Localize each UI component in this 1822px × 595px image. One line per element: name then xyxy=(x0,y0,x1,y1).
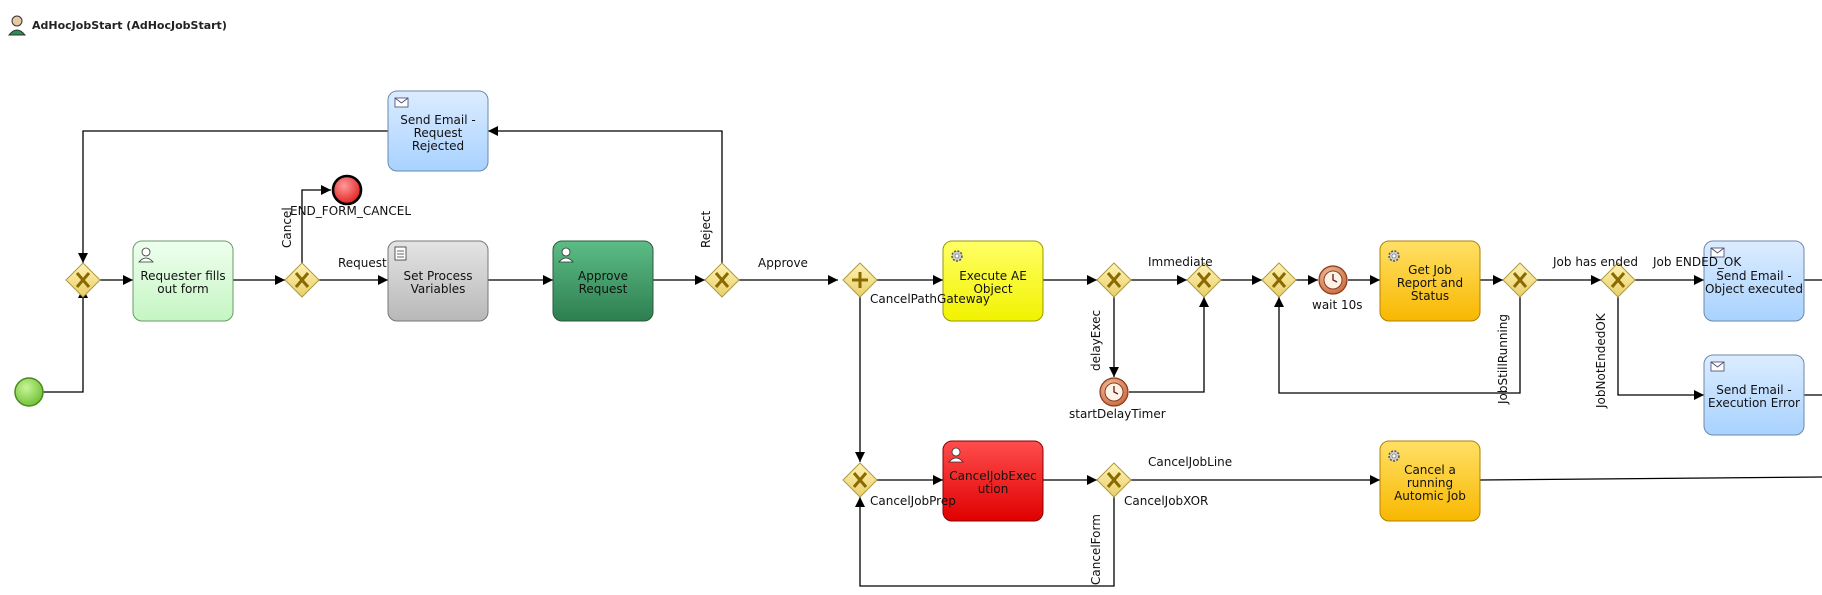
task-send-email-execution-error[interactable]: Send Email -Execution Error xyxy=(1703,354,1805,436)
gateway-poll-loop[interactable] xyxy=(1261,262,1297,298)
process-header: AdHocJobStart (AdHocJobStart) xyxy=(6,14,227,36)
envelope-icon xyxy=(1710,361,1725,372)
flow-cancel[interactable] xyxy=(301,185,331,263)
gateway-cancel-path-parallel[interactable] xyxy=(842,262,878,298)
gear-icon xyxy=(1388,250,1400,262)
flow-job-still-running[interactable] xyxy=(1274,297,1521,394)
label-end-form-cancel: END_FORM_CANCEL xyxy=(290,204,411,218)
gateway-entry-merge[interactable] xyxy=(65,262,101,298)
wait-10s-timer-event[interactable] xyxy=(1318,265,1348,295)
label-cancel: Cancel xyxy=(280,207,294,248)
exclusive-x-icon xyxy=(1610,272,1626,288)
clock-icon xyxy=(1332,274,1338,283)
start-delay-timer-event[interactable] xyxy=(1099,377,1129,407)
label-wait-10s: wait 10s xyxy=(1312,298,1363,312)
label-cancel-path-gateway: CancelPathGateway xyxy=(870,292,990,306)
label-cancel-form: CancelForm xyxy=(1089,514,1103,585)
gateway-job-status[interactable] xyxy=(1502,262,1538,298)
envelope-icon xyxy=(1710,247,1725,258)
exclusive-x-icon xyxy=(294,272,310,288)
exclusive-x-icon xyxy=(1512,272,1528,288)
user-icon xyxy=(7,15,27,36)
label-start-delay-timer: startDelayTimer xyxy=(1069,407,1166,421)
gateway-cancel-job-prep[interactable] xyxy=(842,462,878,498)
gateway-cancel-job-xor[interactable] xyxy=(1096,462,1132,498)
script-icon xyxy=(394,246,407,261)
label-approve: Approve xyxy=(758,256,808,270)
label-cancel-job-xor: CancelJobXOR xyxy=(1124,494,1208,508)
sequence-flows xyxy=(38,126,1822,587)
flow-rejected-loop[interactable] xyxy=(78,130,388,263)
flow-cancel-form[interactable] xyxy=(855,497,1115,587)
label-reject: Reject xyxy=(699,211,713,248)
label-job-has-ended: Job has ended xyxy=(1552,255,1638,269)
task-label: Send Email -Execution Error xyxy=(1708,383,1800,410)
clock-icon xyxy=(1113,386,1119,395)
gateway-cancel-request[interactable] xyxy=(284,262,320,298)
gear-icon xyxy=(1388,450,1400,462)
exclusive-x-icon xyxy=(75,272,91,288)
envelope-icon xyxy=(394,97,409,108)
user-icon xyxy=(558,247,574,263)
label-job-ended-ok: Job ENDED_OK xyxy=(1652,255,1742,269)
gateway-approve-reject[interactable] xyxy=(704,262,740,298)
gear-icon xyxy=(951,250,963,262)
exclusive-x-icon xyxy=(1106,272,1122,288)
label-request: Request xyxy=(338,256,387,270)
exclusive-x-icon xyxy=(1106,472,1122,488)
label-delay-exec: delayExec xyxy=(1089,310,1103,371)
exclusive-x-icon xyxy=(1271,272,1287,288)
task-label: Send Email -Object executed xyxy=(1705,269,1803,296)
label-cancel-job-prep: CancelJobPrep xyxy=(870,494,956,508)
label-job-not-ended-ok: JobNotEndedOK xyxy=(1594,312,1608,409)
label-cancel-job-line: CancelJobLine xyxy=(1148,455,1232,469)
flow-reject[interactable] xyxy=(488,126,723,263)
exclusive-x-icon xyxy=(1196,272,1212,288)
flow-job-not-ended-ok[interactable] xyxy=(1617,297,1704,400)
flow-start-to-merge[interactable] xyxy=(38,288,88,393)
flow-timer-to-merge[interactable] xyxy=(1129,297,1209,393)
task-send-email-object-executed[interactable]: Send Email -Object executed xyxy=(1703,240,1805,322)
label-immediate: Immediate xyxy=(1148,255,1213,269)
user-icon xyxy=(138,247,154,263)
end-event-form-cancel[interactable] xyxy=(331,174,363,206)
label-job-still-running: JobStillRunning xyxy=(1496,314,1510,405)
gateway-job-ended-ok[interactable] xyxy=(1600,262,1636,298)
process-title: AdHocJobStart (AdHocJobStart) xyxy=(32,18,227,32)
gateway-delay-merge[interactable] xyxy=(1186,262,1222,298)
gateway-delay-decision[interactable] xyxy=(1096,262,1132,298)
user-icon xyxy=(948,447,964,463)
parallel-plus-icon xyxy=(852,272,868,288)
exclusive-x-icon xyxy=(714,272,730,288)
exclusive-x-icon xyxy=(852,472,868,488)
flow-cancel-exit[interactable] xyxy=(1479,476,1822,481)
start-event[interactable] xyxy=(14,377,44,407)
